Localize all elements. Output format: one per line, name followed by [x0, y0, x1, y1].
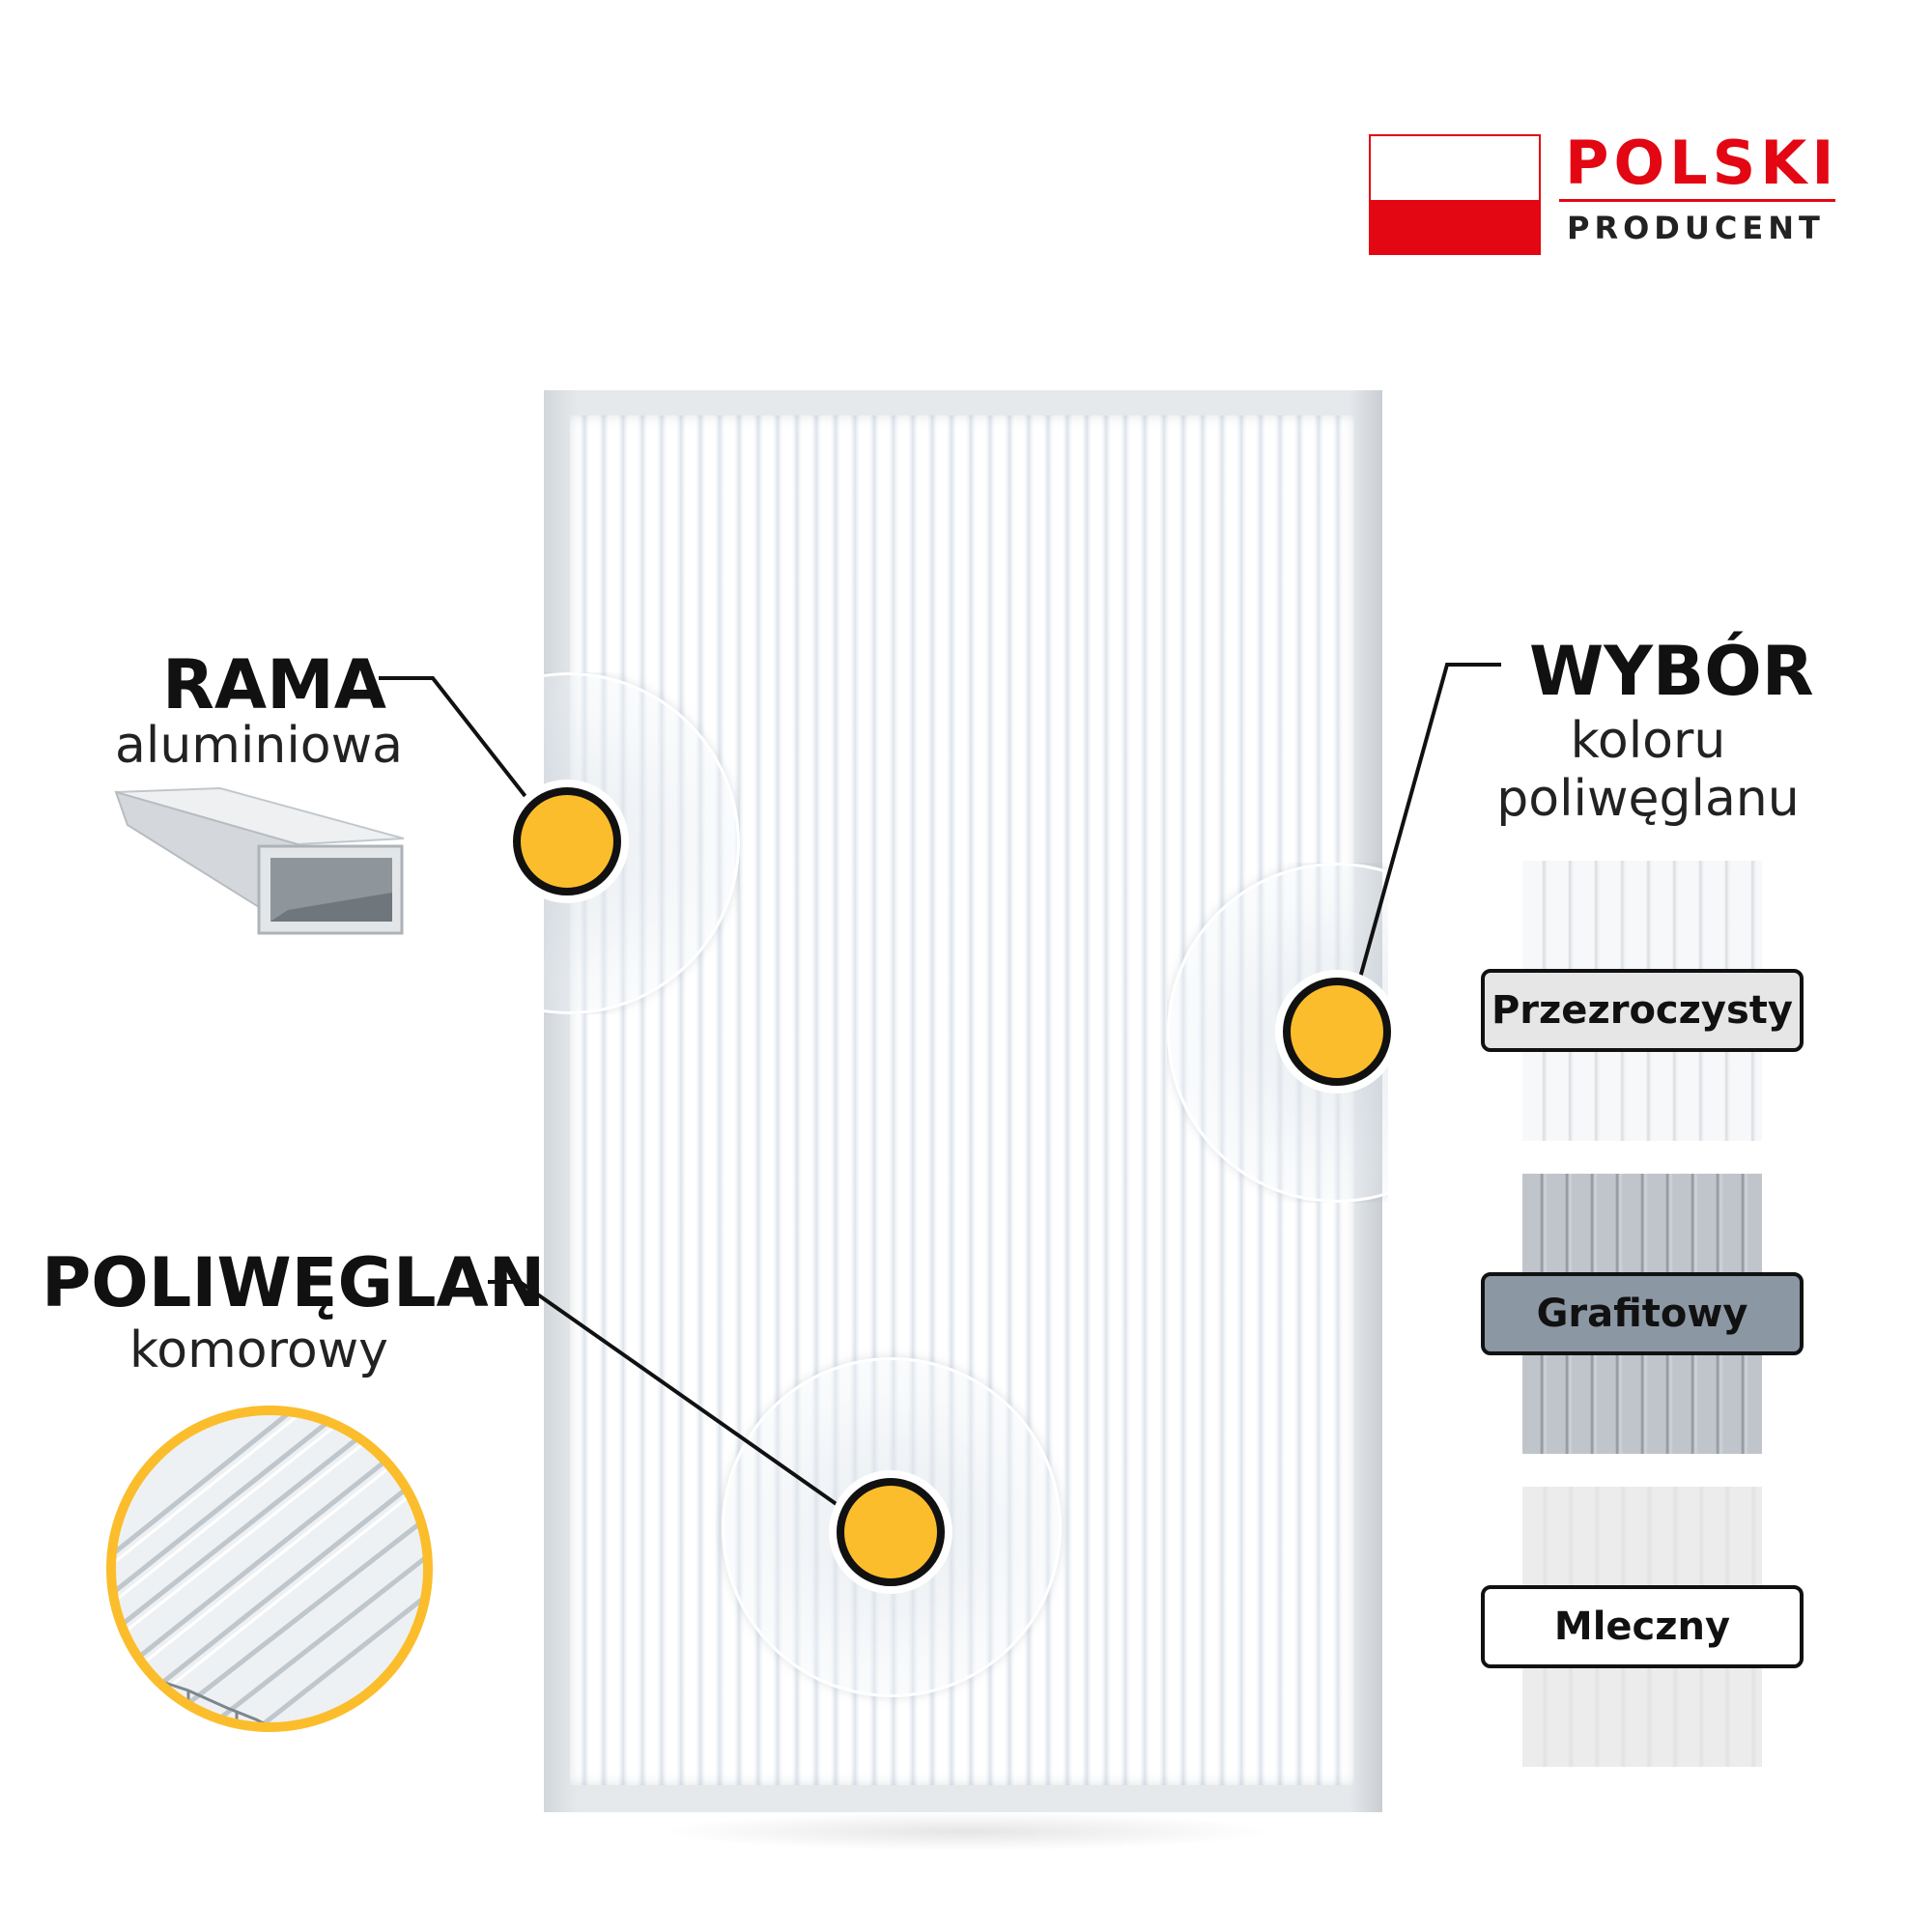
wybor-subtitle-line1: koloru	[1570, 712, 1726, 770]
rama-title: RAMA	[162, 645, 386, 724]
rama-leader-line	[379, 676, 536, 810]
polish-flag-red-stripe	[1369, 200, 1541, 255]
poliweglan-subtitle: komorowy	[129, 1321, 388, 1379]
badge-divider	[1559, 199, 1835, 202]
aluminium-profile-icon	[114, 786, 405, 935]
rama-marker	[513, 787, 621, 895]
panel-shadow	[657, 1812, 1275, 1851]
poliweglan-marker	[837, 1478, 945, 1586]
badge-title: POLSKI	[1565, 128, 1839, 198]
poliweglan-leader-line	[488, 1280, 842, 1509]
poliweglan-title: POLIWĘGLAN	[42, 1243, 546, 1322]
color-label-mleczny: Mleczny	[1481, 1585, 1804, 1668]
polish-flag-icon	[1369, 134, 1541, 200]
wybor-title: WYBÓR	[1529, 632, 1814, 711]
rama-subtitle: aluminiowa	[115, 717, 403, 775]
polycarbonate-closeup-icon	[106, 1406, 433, 1732]
wybor-leader-line	[1358, 663, 1501, 979]
pane-highlight	[722, 1357, 1062, 1697]
color-label-grafitowy: Grafitowy	[1481, 1272, 1804, 1355]
wybor-subtitle-line2: poliwęglanu	[1496, 770, 1800, 828]
wybor-marker	[1283, 978, 1391, 1086]
badge-subtitle: PRODUCENT	[1567, 210, 1825, 246]
color-label-przezroczysty: Przezroczysty	[1481, 969, 1804, 1052]
